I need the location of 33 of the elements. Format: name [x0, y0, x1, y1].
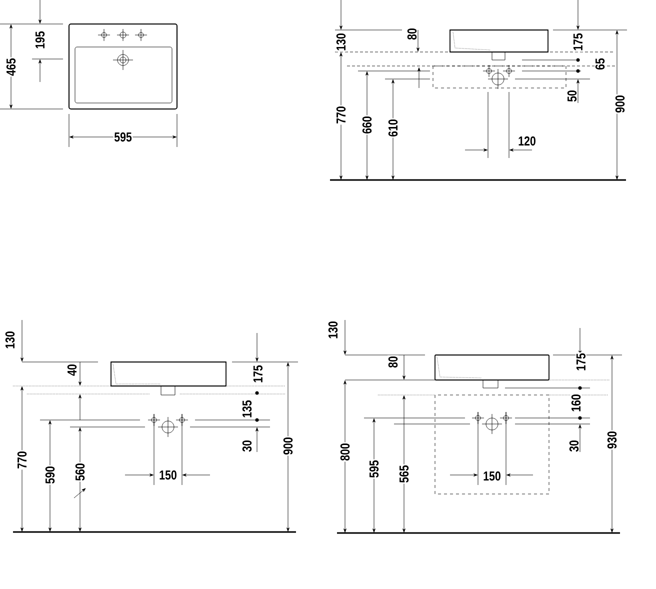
dimension-label: 660: [362, 115, 372, 135]
dimension-label: 50: [566, 89, 578, 103]
dimension-label: 40: [66, 363, 78, 377]
dimension-label: 80: [406, 27, 418, 41]
dimension-label: 130: [336, 32, 346, 52]
dimension-label: 465: [6, 57, 16, 77]
dimension-label: 900: [282, 436, 294, 456]
dimension-label: 30: [568, 439, 580, 453]
dimension-label: 65: [594, 57, 606, 71]
dimension-label: 770: [16, 450, 28, 470]
dimension-label: 80: [388, 355, 398, 369]
dimension-label: 595: [113, 132, 133, 142]
dimension-label: 175: [572, 32, 584, 52]
dimension-label: 195: [34, 30, 46, 50]
dimension-label: 565: [398, 464, 410, 484]
dimension-label: 175: [252, 364, 264, 384]
dimension-label: 130: [328, 320, 338, 340]
dimension-label: 930: [606, 430, 618, 450]
dimension-label: 175: [576, 352, 586, 372]
dimension-label: 800: [340, 442, 350, 462]
dimension-label: 590: [44, 465, 56, 485]
dimension-label: 900: [614, 94, 626, 114]
dimension-label: 135: [242, 399, 252, 419]
dimension-label: 30: [242, 439, 252, 453]
dimension-label: 120: [517, 136, 537, 146]
dimension-label: 610: [388, 118, 398, 138]
dimension-label: 150: [158, 470, 178, 480]
dimension-label: 150: [482, 470, 502, 482]
dimension-label: 560: [74, 462, 86, 482]
dimension-label: 160: [570, 393, 582, 413]
dimension-label: 130: [4, 330, 16, 350]
dimension-label: 770: [336, 105, 346, 125]
dimension-label: 595: [368, 459, 380, 479]
